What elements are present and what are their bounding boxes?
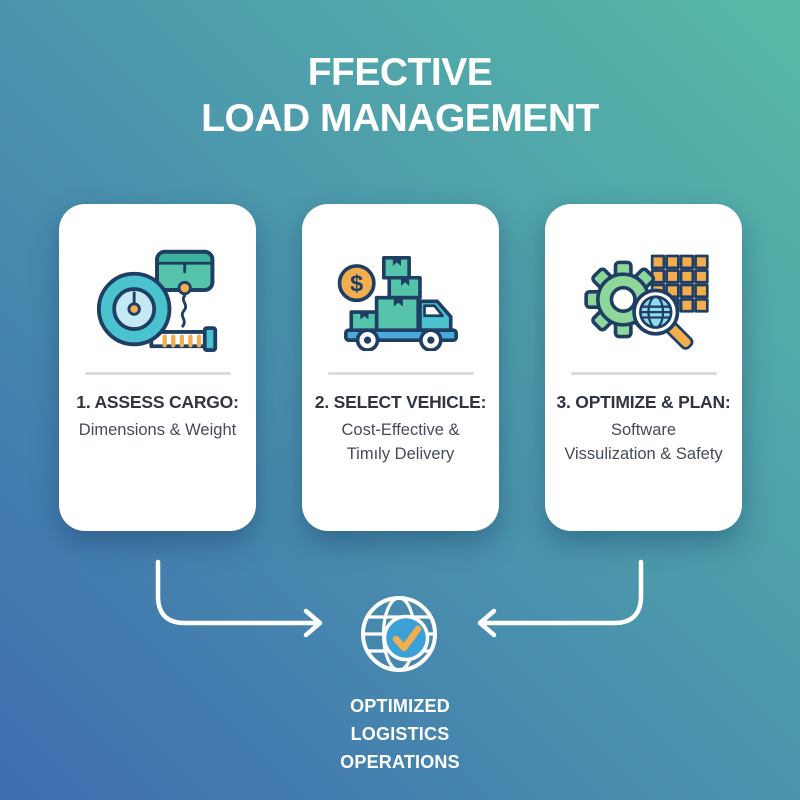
tape-body	[96, 271, 171, 346]
step-subtext-line1: Cost-Effective &	[341, 421, 460, 439]
tag-string	[180, 293, 187, 328]
step-subtext-line1: Dimensions & Weight	[78, 421, 237, 439]
magnifier	[631, 288, 693, 350]
truck-wheels	[355, 328, 443, 351]
step-subtext-line1: Software	[610, 421, 677, 439]
card-divider	[84, 372, 231, 375]
result-label: OPTIMIZED LOGISTICS OPERATIONS	[0, 692, 800, 776]
card-divider	[570, 372, 717, 375]
step-subtext: Cost-Effective & Timıly Delivery	[342, 418, 460, 466]
right-arrow	[477, 559, 644, 638]
result-line-2: LOGISTICS	[350, 724, 450, 744]
step-card-optimize-plan: 3. OPTIMIZE & PLAN: Software Vissulizati…	[545, 204, 742, 531]
loaded-truck-icon: $	[333, 240, 469, 358]
tape-measure-icon	[96, 240, 220, 358]
page-title: FFECTIVE LOAD MANAGEMENT	[0, 50, 800, 142]
step-heading: 3. OPTIMIZE & PLAN:	[556, 392, 731, 412]
step-heading: 2. SELECT VEHICLE:	[314, 392, 487, 412]
hanging-tag	[154, 249, 214, 328]
card-divider	[327, 372, 474, 375]
dollar-coin: $	[337, 264, 376, 303]
result-line-3: OPERATIONS	[340, 752, 460, 772]
step-subtext: Software Vissulization & Safety	[564, 418, 722, 466]
steps-row: 1. ASSESS CARGO: Dimensions & Weight	[59, 204, 742, 531]
step-subtext: Dimensions & Weight	[79, 418, 236, 442]
result-line-1: OPTIMIZED	[350, 696, 450, 716]
left-arrow	[155, 559, 323, 638]
globe-check-icon	[352, 588, 448, 689]
step-subtext-line2: Timıly Delivery	[346, 445, 455, 463]
step-subtext-line2: Vissulization & Safety	[564, 445, 723, 463]
lens-globe	[639, 296, 671, 328]
svg-text:$: $	[350, 270, 363, 296]
step-card-assess-cargo: 1. ASSESS CARGO: Dimensions & Weight	[59, 204, 256, 531]
check-circle	[382, 614, 430, 662]
cargo-boxes	[348, 256, 422, 333]
globe-check-svg	[361, 596, 437, 672]
check-mark	[392, 625, 422, 652]
title-line-2: LOAD MANAGEMENT	[201, 97, 599, 140]
loaded-truck-svg: $	[337, 256, 458, 351]
title-line-1: FFECTIVE	[307, 51, 493, 94]
tape-measure-svg	[96, 249, 217, 352]
gear-magnifier-icon	[576, 240, 712, 358]
gear-magnifier-svg	[583, 254, 709, 350]
step-heading: 1. ASSESS CARGO:	[76, 392, 239, 412]
step-card-select-vehicle: $ 2. SELECT VEHICLE: Cost-Effective & Ti…	[302, 204, 499, 531]
truck-cab	[417, 299, 453, 333]
